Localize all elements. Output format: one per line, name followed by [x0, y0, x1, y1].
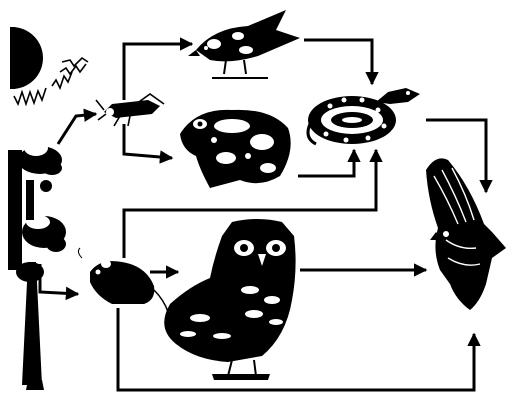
arrow-songbird-to-snake [304, 40, 372, 84]
hawk-icon [426, 158, 506, 310]
arrow-frog-to-snake [298, 150, 354, 176]
sun-icon [10, 27, 88, 104]
songbird-icon [188, 10, 300, 78]
frog-icon [180, 110, 291, 188]
snake-icon [308, 88, 420, 144]
owl-icon [164, 219, 295, 380]
arrow-grasshopper-to-frog [124, 124, 172, 158]
tree-icon [8, 140, 66, 390]
grasshopper-icon [96, 94, 164, 126]
arrow-tree-to-grasshopper [58, 114, 96, 144]
arrow-tree-to-mouse [40, 264, 78, 294]
arrow-grasshopper-to-songbird [124, 44, 192, 100]
